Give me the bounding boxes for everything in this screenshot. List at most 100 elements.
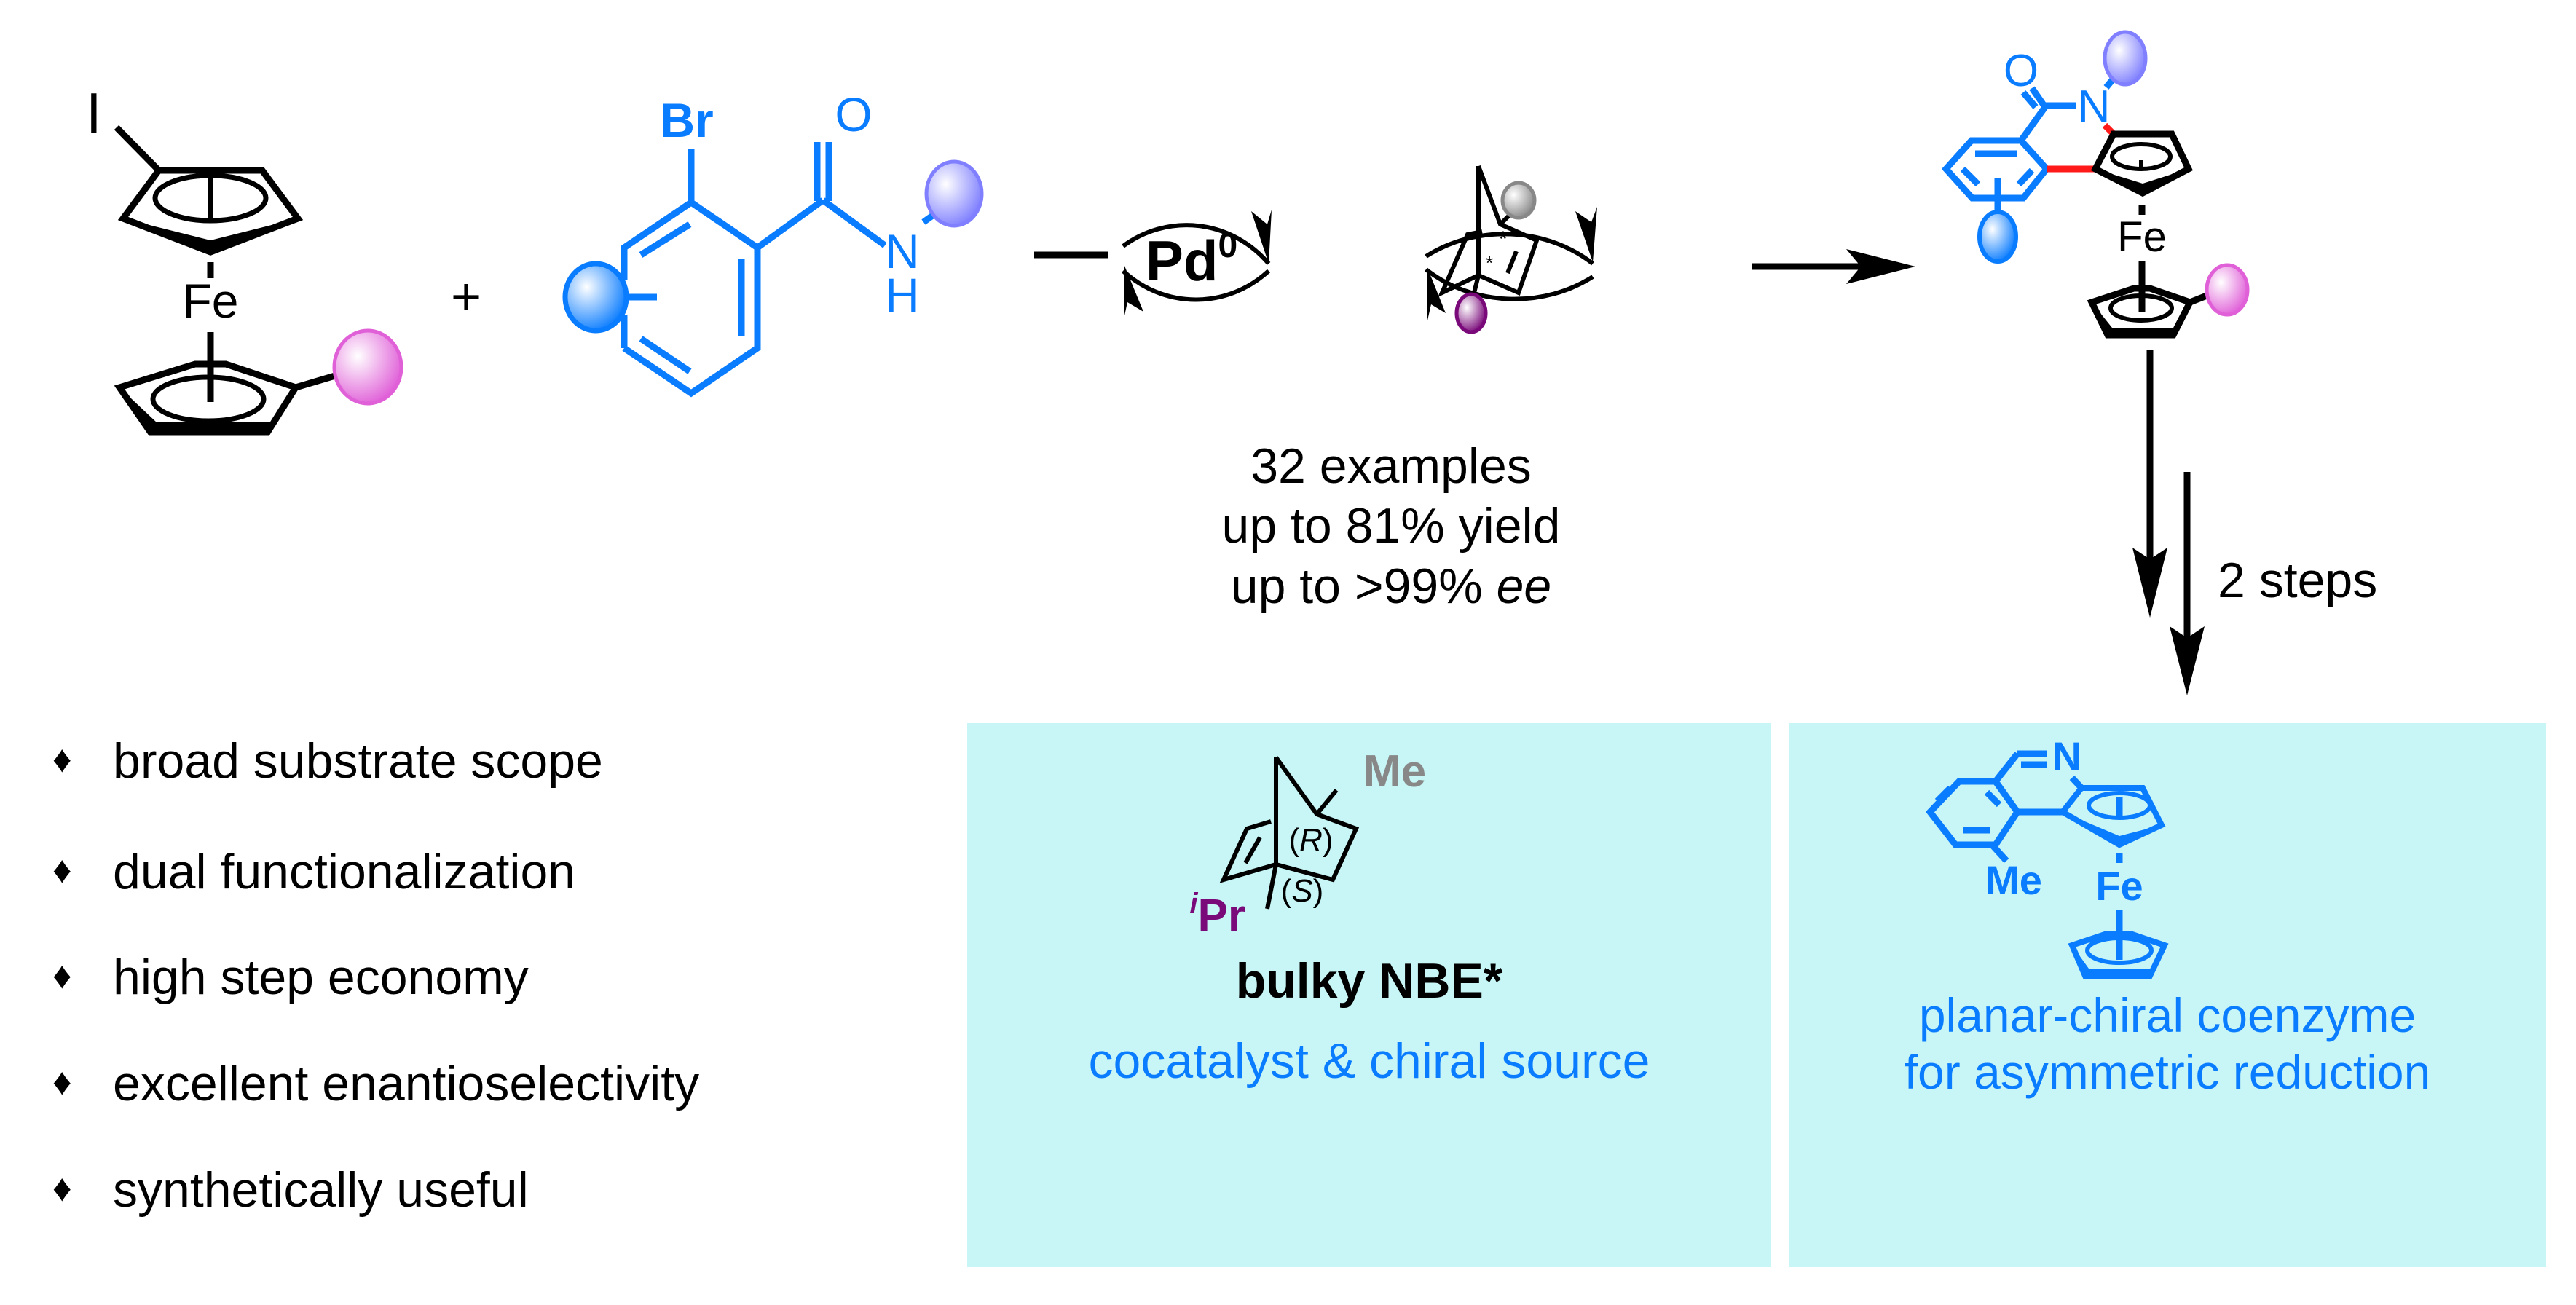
coenzyme-n-label: N <box>2052 733 2081 779</box>
feature-item: ♦ synthetically useful <box>52 1162 529 1218</box>
diamond-bullet-icon: ♦ <box>52 849 72 891</box>
diamond-bullet-icon: ♦ <box>52 1061 72 1103</box>
pd-cycle-arrowhead-left <box>1124 266 1143 319</box>
nbe-cycle-arrowhead-right <box>1575 207 1597 262</box>
pd-cycle-arrowhead-right <box>1251 210 1272 264</box>
iodine-label: I <box>86 81 102 145</box>
nbe-double-bond <box>1505 250 1519 275</box>
nbe-bridge-right <box>1476 165 1540 296</box>
ipr-text: Pr <box>1198 891 1245 941</box>
catalytic-cycles: Pd0 * * <box>1034 165 1915 334</box>
o-label: O <box>835 87 872 141</box>
feature-text: synthetically useful <box>113 1162 529 1218</box>
pd-oxidation-state: 0 <box>1218 226 1237 265</box>
nbe-box-background <box>967 723 1771 1267</box>
r-paren-open: ( <box>1288 822 1299 858</box>
pd-label: Pd0 <box>1146 226 1237 293</box>
blue-substituent-ball <box>562 261 629 334</box>
condition-ee-unit: ee <box>1497 559 1552 614</box>
nbe-info-box: Me (R) (S) iPr bulky NBE* cocatalyst & c… <box>967 723 1771 1267</box>
condition-yield: up to 81% yield <box>1222 498 1561 553</box>
c-i-bond <box>114 125 162 173</box>
br-label: Br <box>660 93 713 147</box>
reactant-bromobenzamide: Br O N H <box>562 87 984 398</box>
ipr-label: iPr <box>1189 888 1245 941</box>
product-pink-bond <box>2189 292 2208 306</box>
feature-text: broad substrate scope <box>113 733 603 789</box>
condition-ee: up to >99% ee <box>1231 559 1551 614</box>
steps-label: 2 steps <box>2218 553 2377 608</box>
diamond-bullet-icon: ♦ <box>52 955 72 997</box>
s-paren-close: ) <box>1313 873 1324 909</box>
product-n-label: N <box>2078 82 2111 132</box>
n-label: N <box>885 224 920 278</box>
r-paren-close: ) <box>1323 822 1334 858</box>
gray-substituent-ball <box>1500 181 1537 220</box>
me-bond <box>1315 789 1339 816</box>
nbe-skeleton <box>1219 756 1360 883</box>
diamond-bullet-icon: ♦ <box>52 738 72 781</box>
product-ferrocene-lactam: O N Fe <box>1941 30 2250 339</box>
coenzyme-caption-line1: planar-chiral coenzyme <box>1919 988 2416 1042</box>
purple-substituent-ball-nbe <box>1454 292 1488 334</box>
coenzyme-structure: N Me Fe <box>1926 733 2169 979</box>
down-arrow-2-head <box>2170 626 2205 695</box>
diamond-bullet-icon: ♦ <box>52 1167 72 1210</box>
feature-item: ♦ broad substrate scope <box>52 733 603 789</box>
coenzyme-cp-bottom-wedge <box>2072 945 2165 976</box>
product-fe-label: Fe <box>2117 213 2167 261</box>
benzene-ring <box>622 200 761 398</box>
fe-label: Fe <box>182 274 238 328</box>
h-label: H <box>885 268 920 322</box>
nbe-cycle-arrowhead-left <box>1427 268 1446 320</box>
coenzyme-me-label: Me <box>1985 857 2042 903</box>
stereo-mark-1: * <box>1499 227 1508 251</box>
product-cp-bottom-wedge <box>2092 302 2190 335</box>
ring-edge-upper <box>621 200 693 280</box>
feature-text: dual functionalization <box>113 844 575 899</box>
feature-item: ♦ excellent enantioselectivity <box>52 1056 699 1111</box>
s-paren-open: ( <box>1281 873 1292 909</box>
r-descriptor: (R) <box>1288 822 1333 858</box>
r-letter: R <box>1299 822 1323 858</box>
norbornene-icon: * * <box>1438 165 1540 334</box>
nbe-cycle-upper-arc <box>1425 232 1594 266</box>
bulky-nbe-structure: Me (R) (S) iPr <box>1189 746 1426 941</box>
coenzyme-cp-top-wedge <box>2063 812 2162 845</box>
ipr-prefix: i <box>1189 888 1198 920</box>
coenzyme-me-bond <box>1989 842 2009 864</box>
condition-ee-value: up to >99% <box>1231 559 1497 614</box>
stereo-mark-2: * <box>1486 252 1493 274</box>
cp-ring-bottom-wedge <box>119 387 296 433</box>
c-n-bond <box>821 197 887 248</box>
product-c-carbonyl-bond <box>2018 105 2048 143</box>
reaction-conditions: 32 examples up to 81% yield up to >99% e… <box>1222 438 1561 614</box>
nbe-title: bulky NBE* <box>1236 953 1503 1009</box>
feature-text: high step economy <box>113 950 529 1005</box>
s-letter: S <box>1291 873 1312 909</box>
product-pink-ball <box>2205 263 2250 317</box>
ipr-bond <box>1265 864 1278 910</box>
cp-ring-top-wedge <box>123 218 298 252</box>
nbe-subtitle: cocatalyst & chiral source <box>1089 1033 1650 1089</box>
nbe-me-label: Me <box>1363 746 1426 797</box>
ring-double-bond-1 <box>639 221 692 258</box>
product-ring-double-3 <box>2016 167 2035 187</box>
pd-cycle-upper-arc <box>1122 223 1271 265</box>
product-cp-bottom-aromatic <box>2108 293 2174 323</box>
product-o-label: O <box>2004 46 2039 96</box>
main-arrowhead <box>1846 249 1915 284</box>
feature-item: ♦ dual functionalization <box>52 844 575 899</box>
cp-ring-bottom-aromatic <box>150 374 267 424</box>
nbe-double-bond-inner <box>1243 836 1262 864</box>
product-ring-double-2 <box>1960 166 1981 187</box>
pd-cycle-lower-arc <box>1121 269 1271 302</box>
product-purple-ball <box>2103 30 2148 87</box>
coenzyme-box-background <box>1789 723 2546 1267</box>
feature-list: ♦ broad substrate scope ♦ dual functiona… <box>52 733 699 1218</box>
feature-item: ♦ high step economy <box>52 950 529 1005</box>
transformation-arrows: 2 steps <box>2132 350 2377 695</box>
coenzyme-caption-line2: for asymmetric reduction <box>1905 1045 2431 1099</box>
coenzyme-info-box: N Me Fe planar-chiral coenzyme for asymm… <box>1789 723 2546 1267</box>
